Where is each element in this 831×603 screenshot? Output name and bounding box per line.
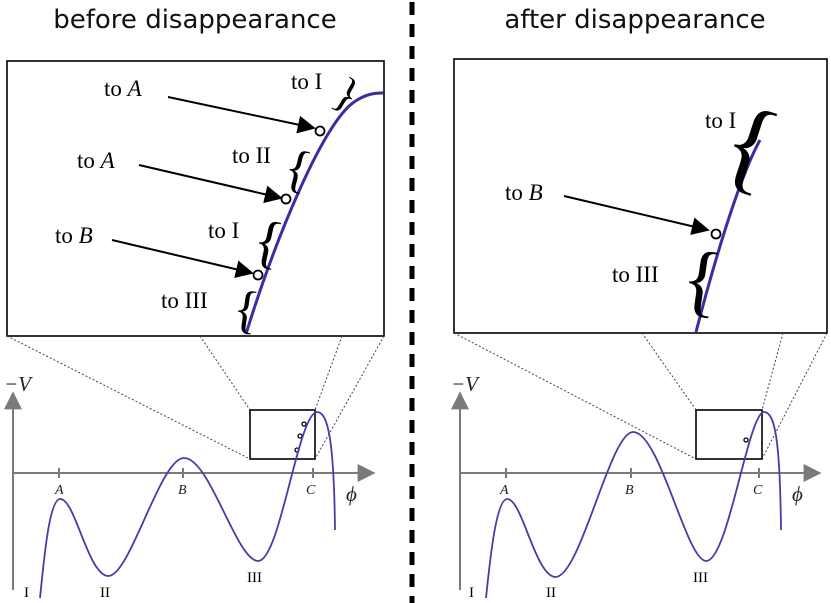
left-guide-3 bbox=[314, 335, 343, 411]
left-point-2 bbox=[280, 193, 292, 205]
right-well-3: III bbox=[693, 570, 708, 586]
right-x-axis-label: ϕ bbox=[792, 482, 803, 506]
left-guide-2 bbox=[199, 335, 251, 411]
right-max-c: C bbox=[753, 483, 763, 498]
left-well-3: III bbox=[247, 570, 262, 586]
right-guide-3 bbox=[761, 332, 784, 411]
right-potential-curve bbox=[485, 411, 782, 599]
left-brace-label-2: to II bbox=[232, 143, 271, 168]
right-brace-2: { bbox=[676, 234, 726, 326]
left-arrow-label-3: to B bbox=[55, 223, 93, 248]
right-brace-label-2: to III bbox=[612, 262, 659, 287]
right-y-axis-label: −V bbox=[451, 372, 480, 396]
left-max-a: A bbox=[54, 483, 64, 498]
left-zoom-box bbox=[6, 60, 385, 337]
right-well-2: II bbox=[546, 585, 556, 601]
left-guide-4 bbox=[314, 335, 385, 460]
right-zoom-curve bbox=[694, 139, 762, 333]
left-well-2: II bbox=[100, 585, 110, 601]
left-arrow-3 bbox=[111, 239, 254, 279]
right-panel: to B { to I { to III −V ϕ A B C I II III bbox=[451, 58, 828, 601]
right-zoom-box bbox=[453, 58, 828, 334]
right-arrow-label-1: to B bbox=[505, 180, 543, 205]
left-arrow-1 bbox=[167, 96, 316, 134]
left-zoom-curve bbox=[244, 91, 384, 335]
left-arrow-2 bbox=[138, 164, 283, 204]
right-max-a: A bbox=[499, 483, 509, 498]
left-y-axis-label: −V bbox=[4, 372, 33, 396]
left-small-box bbox=[249, 409, 316, 460]
left-brace-label-1: to I bbox=[291, 69, 322, 94]
left-arrow-label-2: to A bbox=[77, 148, 116, 173]
left-brace-4: { bbox=[230, 280, 263, 340]
right-guide-1 bbox=[453, 332, 697, 460]
right-max-b: B bbox=[625, 483, 634, 498]
title-after: after disappearance bbox=[504, 5, 765, 35]
right-well-1: I bbox=[469, 585, 474, 601]
left-guide-1 bbox=[6, 335, 251, 460]
left-potential-curve bbox=[39, 411, 336, 599]
left-arrow-label-1: to A bbox=[104, 76, 143, 101]
left-brace-1: } bbox=[326, 67, 369, 120]
right-small-box bbox=[695, 409, 763, 460]
right-guide-2 bbox=[641, 332, 697, 411]
right-point-1 bbox=[710, 228, 722, 240]
title-before: before disappearance bbox=[53, 5, 336, 35]
right-brace-1: { bbox=[709, 83, 792, 208]
left-mini-point-2 bbox=[297, 433, 303, 439]
left-x-axis-label: ϕ bbox=[346, 482, 357, 506]
left-max-c: C bbox=[306, 483, 316, 498]
left-point-1 bbox=[314, 125, 326, 137]
left-brace-label-4: to III bbox=[161, 288, 208, 313]
left-max-b: B bbox=[178, 483, 187, 498]
right-arrow-1 bbox=[563, 195, 710, 236]
left-brace-label-3: to I bbox=[208, 218, 239, 243]
left-mini-point-1 bbox=[301, 421, 307, 427]
left-point-3 bbox=[252, 269, 264, 281]
right-brace-label-1: to I bbox=[705, 108, 736, 133]
left-panel: to A to A to B } to I { to II { to I { t… bbox=[4, 60, 385, 601]
left-brace-3: { bbox=[248, 207, 289, 276]
left-brace-2: { bbox=[279, 139, 317, 200]
left-well-1: I bbox=[24, 585, 29, 601]
right-mini-point bbox=[743, 437, 749, 443]
right-guide-4 bbox=[761, 332, 828, 460]
